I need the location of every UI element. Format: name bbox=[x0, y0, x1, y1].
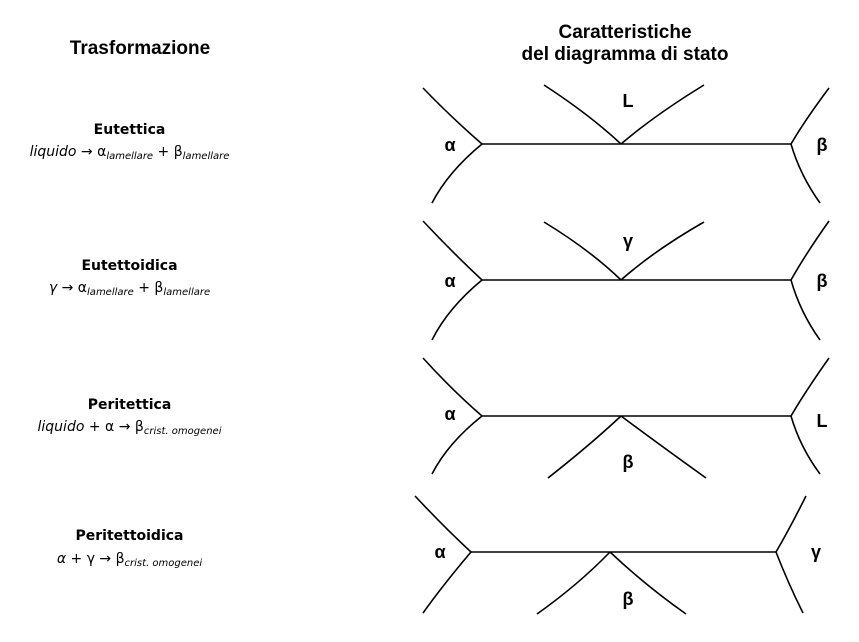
right-title-line-2: del diagramma di stato bbox=[521, 44, 729, 65]
diagram-peritettoidica bbox=[414, 495, 807, 615]
peritettica-center-phase: β bbox=[623, 452, 634, 472]
diagram-peritettica bbox=[422, 357, 830, 479]
eutettica-left-phase: α bbox=[444, 135, 455, 155]
eutettoidica-solvus-left bbox=[543, 221, 622, 281]
peritettoidica-right-phase: γ bbox=[811, 542, 821, 562]
eutettica-liquidus-left bbox=[543, 84, 622, 145]
peritettica-beta-left bbox=[547, 415, 622, 479]
peritettica-left-phase: α bbox=[444, 404, 455, 424]
peritettica-beta-right bbox=[620, 415, 707, 479]
peritettoidica-center-phase: β bbox=[623, 589, 634, 609]
right-column-title: Caratteristiche del diagramma di stato bbox=[470, 22, 780, 66]
peritettica-right-phase: L bbox=[817, 411, 828, 431]
eutettoidica-left-boundary bbox=[422, 220, 484, 341]
equation-eutettoidica: γ → αlamellare + βlamellare bbox=[48, 280, 211, 298]
eutettica-right-phase: β bbox=[817, 135, 828, 155]
transformation-name-eutettica: Eutettica bbox=[93, 122, 166, 138]
peritettoidica-right-boundary bbox=[775, 495, 807, 614]
left-column-title: Trasformazione bbox=[69, 38, 211, 59]
peritettoidica-beta-left bbox=[536, 551, 611, 615]
transformation-name-eutettoidica: Eutettoidica bbox=[81, 258, 178, 274]
diagram-eutettoidica bbox=[422, 220, 830, 341]
eutettoidica-right-phase: β bbox=[817, 271, 828, 291]
peritettica-left-boundary bbox=[422, 357, 484, 475]
eutettoidica-center-phase: γ bbox=[623, 231, 633, 251]
transformation-name-peritettica: Peritettica bbox=[87, 397, 172, 413]
diagram-eutettica bbox=[422, 84, 830, 204]
peritettoidica-left-phase: α bbox=[434, 542, 445, 562]
right-title-line-1: Caratteristiche bbox=[558, 22, 692, 43]
eutettica-center-phase: L bbox=[623, 91, 634, 111]
eutettoidica-left-phase: α bbox=[444, 271, 455, 291]
equation-peritettoidica: α + γ → βcrist. omogenei bbox=[56, 551, 203, 569]
equation-eutettica: liquido → αlamellare + βlamellare bbox=[29, 144, 230, 162]
eutettica-liquidus-right bbox=[620, 84, 705, 145]
transformation-name-peritettoidica: Peritettoidica bbox=[75, 528, 184, 544]
eutettoidica-solvus-right bbox=[620, 221, 705, 281]
eutettica-left-boundary bbox=[422, 87, 484, 204]
equation-peritettica: liquido + α → βcrist. omogenei bbox=[37, 419, 222, 437]
peritettoidica-beta-right bbox=[609, 551, 687, 615]
